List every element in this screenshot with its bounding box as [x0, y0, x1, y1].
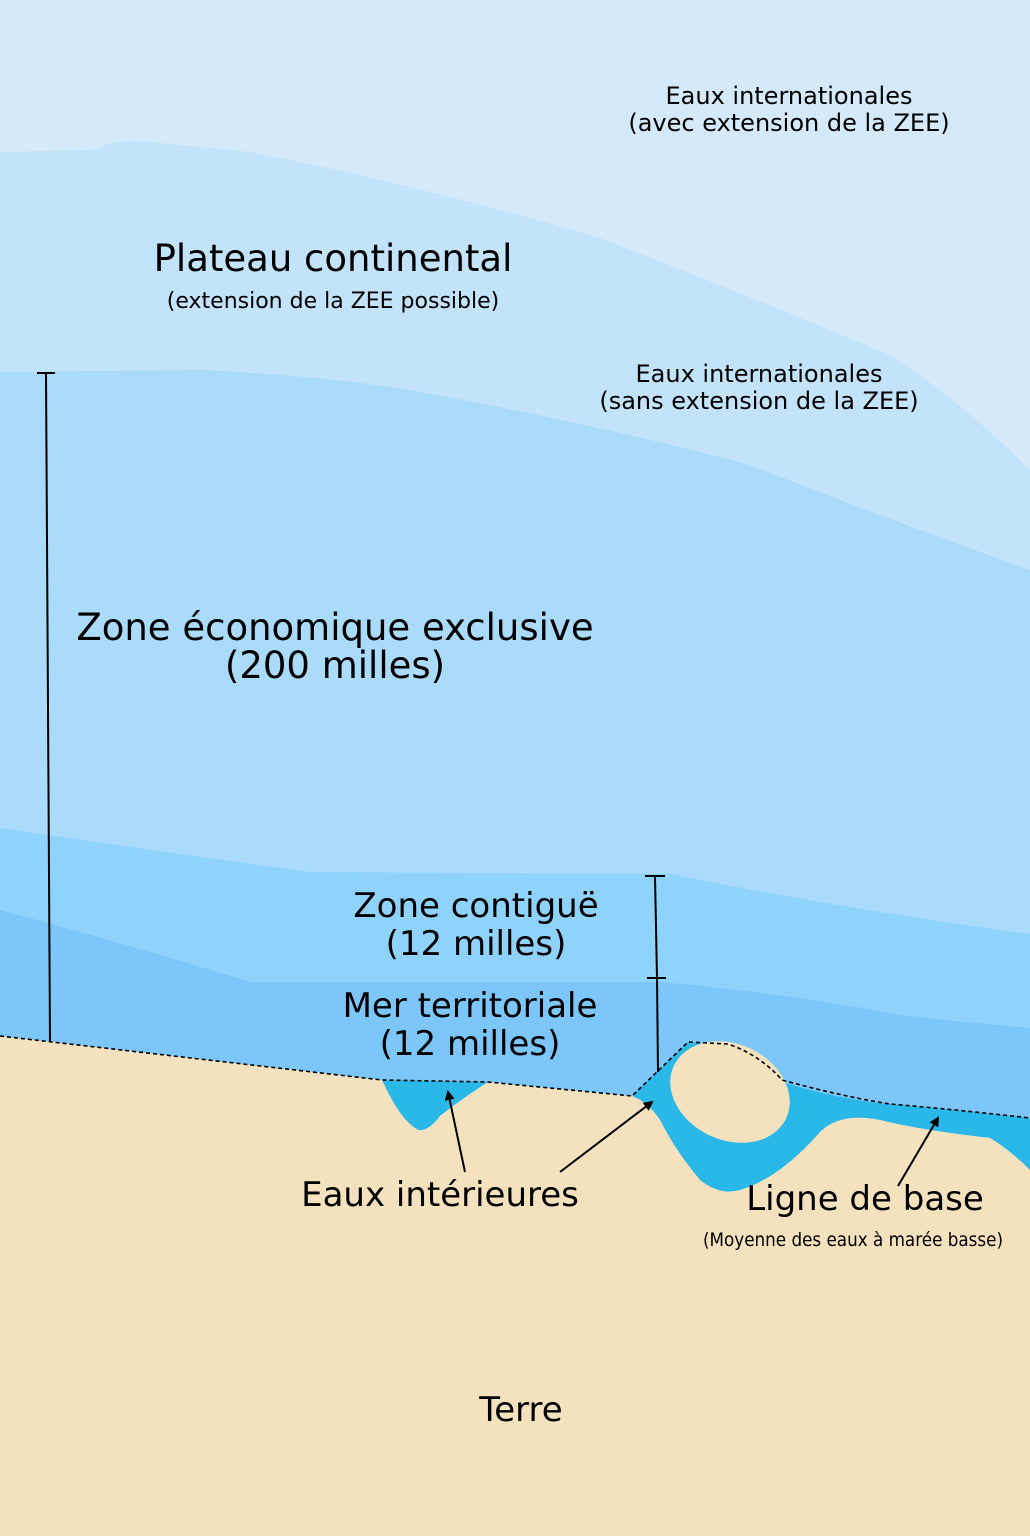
island — [670, 1041, 790, 1143]
arrow-to-internal-waters-right — [559, 1100, 654, 1173]
territorial-sea-label: Mer territoriale — [343, 986, 598, 1026]
continental-shelf-title: Plateau continental — [154, 237, 513, 280]
continental-shelf-subtitle: (extension de la ZEE possible) — [167, 289, 499, 314]
baseline-sublabel: (Moyenne des eaux à marée basse) — [703, 1229, 1003, 1251]
arrow-to-baseline — [897, 1116, 940, 1187]
contiguous-territorial-measure-bar — [645, 875, 666, 1073]
land-label: Terre — [478, 1390, 562, 1430]
intl-waters-without-eez-label: Eaux internationales — [636, 360, 883, 388]
intl-waters-with-eez-sublabel: (avec extension de la ZEE) — [628, 109, 949, 137]
land-region — [0, 1036, 1030, 1536]
internal-waters-label: Eaux intérieures — [301, 1175, 579, 1215]
eez-measure-bar — [37, 372, 55, 1043]
baseline-dashed-line — [0, 1035, 1030, 1119]
intl-waters-without-eez-sublabel: (sans extension de la ZEE) — [599, 387, 918, 415]
eez-label: Zone économique exclusive — [76, 606, 593, 649]
intl-waters-with-eez-label: Eaux internationales — [666, 82, 913, 110]
territorial-sea-distance-label: (12 milles) — [380, 1024, 561, 1064]
contiguous-zone-distance-label: (12 milles) — [386, 924, 567, 964]
contiguous-zone-label: Zone contiguë — [353, 886, 598, 926]
eez-distance-label: (200 milles) — [225, 644, 445, 687]
internal-waters-bay-left — [382, 1080, 488, 1131]
baseline-label: Ligne de base — [746, 1179, 984, 1219]
arrow-to-internal-waters-left — [444, 1090, 466, 1173]
